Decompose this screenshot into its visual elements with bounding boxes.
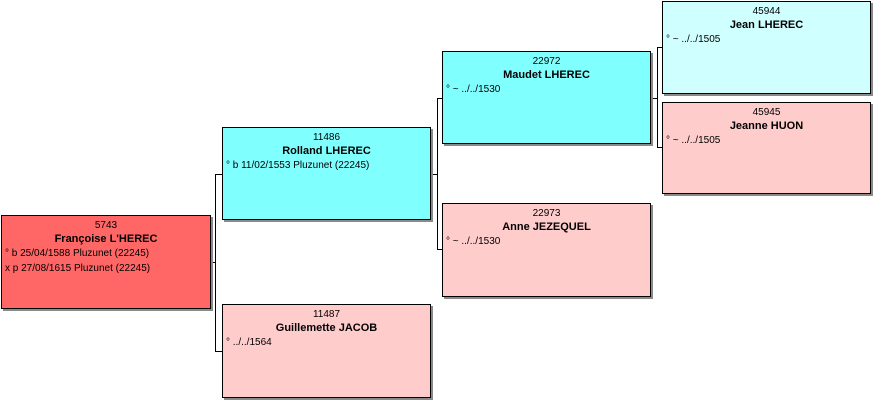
person-name: Françoise L'HEREC	[54, 233, 158, 245]
connector-line	[215, 351, 223, 352]
connector-line	[437, 249, 443, 250]
birth-event: ° ~ ../../1530	[446, 236, 501, 247]
birth-event: ° b 25/04/1588 Pluzunet (22245)	[5, 248, 150, 259]
person-name: Maudet LHEREC	[503, 69, 590, 81]
sosa-number: 11487	[312, 309, 341, 320]
person-card-11487[interactable]: 11487 Guillemette JACOB ° ../../1564	[222, 304, 431, 398]
marriage-event: x p 27/08/1615 Pluzunet (22245)	[5, 263, 151, 274]
sosa-number: 22973	[532, 208, 561, 219]
connector-line	[215, 174, 216, 352]
sosa-number: 22972	[532, 56, 561, 67]
connector-line	[437, 98, 443, 99]
connector-line	[431, 174, 437, 175]
sosa-number: 11486	[312, 132, 341, 143]
person-card-5743[interactable]: 5743 Françoise L'HEREC ° b 25/04/1588 Pl…	[1, 215, 211, 309]
connector-line	[657, 147, 663, 148]
birth-event: ° b 11/02/1553 Pluzunet (22245)	[226, 160, 370, 171]
connector-line	[657, 47, 658, 148]
sosa-number: 45944	[752, 6, 781, 17]
person-card-45944[interactable]: 45944 Jean LHEREC ° ~ ../../1505	[662, 1, 871, 94]
connector-line	[210, 262, 216, 263]
person-name: Jeanne HUON	[729, 120, 804, 132]
person-card-45945[interactable]: 45945 Jeanne HUON ° ~ ../../1505	[662, 102, 871, 194]
sosa-number: 45945	[752, 107, 781, 118]
birth-event: ° ~ ../../1505	[666, 135, 721, 146]
connector-line	[215, 174, 223, 175]
person-name: Guillemette JACOB	[275, 322, 378, 334]
person-name: Jean LHEREC	[729, 19, 804, 31]
connector-line	[651, 98, 657, 99]
connector-line	[437, 98, 438, 250]
birth-event: ° ../../1564	[226, 337, 272, 348]
person-card-22972[interactable]: 22972 Maudet LHEREC ° ~ ../../1530	[442, 51, 651, 144]
person-card-22973[interactable]: 22973 Anne JEZEQUEL ° ~ ../../1530	[442, 203, 651, 297]
person-name: Rolland LHEREC	[282, 145, 371, 157]
birth-event: ° ~ ../../1505	[666, 34, 721, 45]
connector-line	[657, 47, 663, 48]
person-card-11486[interactable]: 11486 Rolland LHEREC ° b 11/02/1553 Pluz…	[222, 127, 431, 220]
person-name: Anne JEZEQUEL	[502, 221, 591, 233]
sosa-number: 5743	[94, 220, 118, 231]
birth-event: ° ~ ../../1530	[446, 84, 501, 95]
